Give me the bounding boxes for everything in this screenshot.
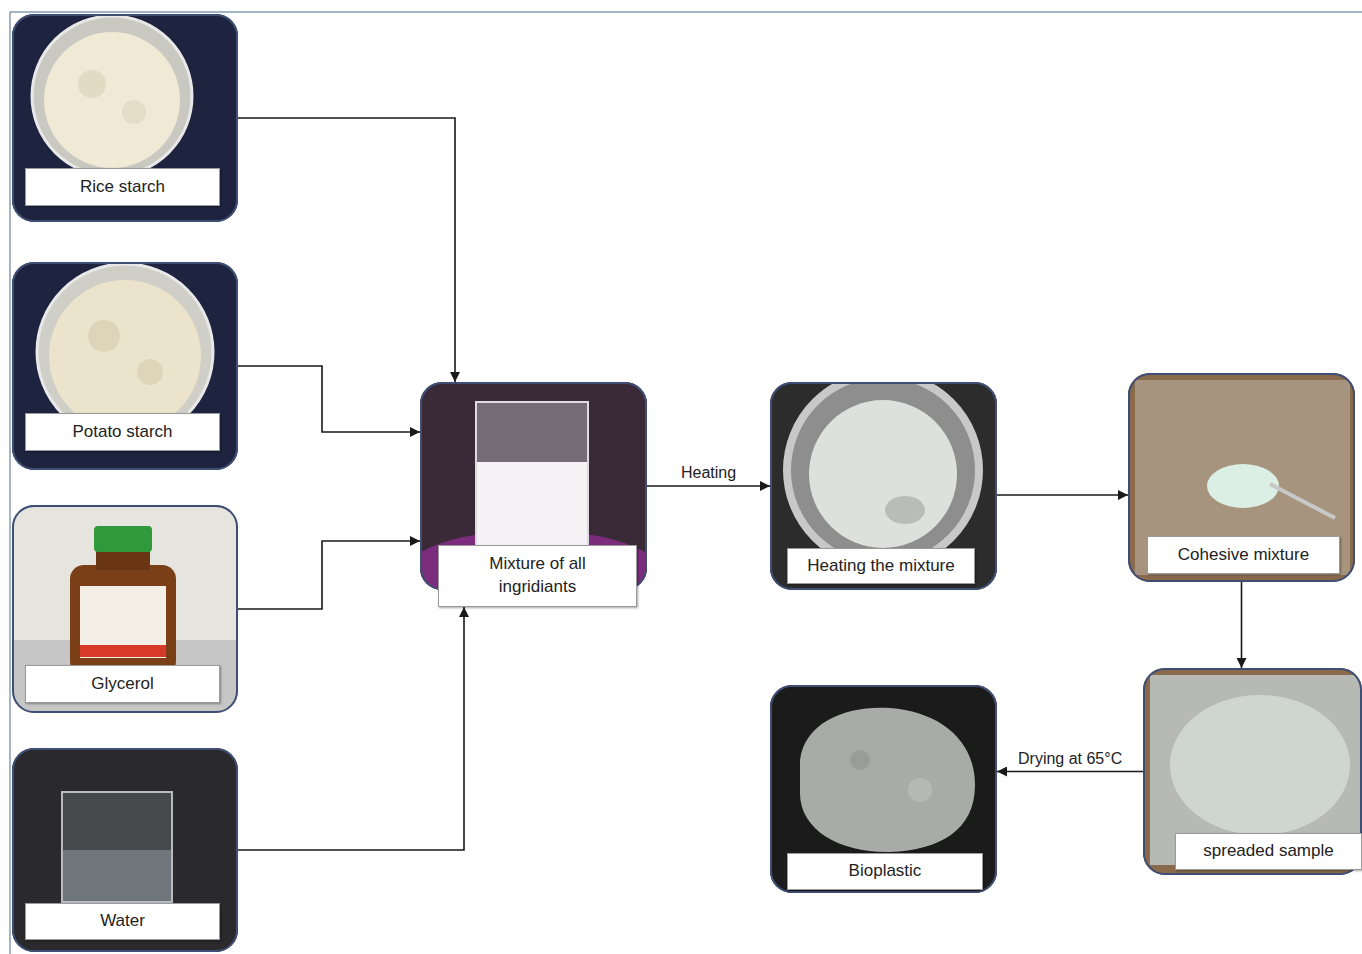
photo-panel: Bioplastic: [770, 685, 997, 893]
bottle-body: [70, 565, 176, 675]
heating-photo: [770, 382, 997, 590]
caption-box: Mixture of all ingridiants: [438, 545, 637, 607]
photo-panel: Mixture of all ingridiants: [420, 382, 647, 607]
film-texture: [908, 778, 932, 802]
spread-film: [1170, 695, 1350, 835]
beaker: [476, 402, 588, 552]
flow-arrow: [238, 118, 455, 382]
caption-box: Rice starch: [25, 168, 220, 206]
flow-arrow: [997, 771, 1143, 773]
gel-blob: [1207, 464, 1279, 508]
page-frame: [10, 12, 1362, 954]
panel-caption: Bioplastic: [849, 860, 922, 883]
photo-ground: [12, 748, 238, 952]
cohesive-mixture-photo: [1128, 373, 1355, 582]
rice-starch-photo: [12, 14, 238, 222]
photo-ground: [1128, 373, 1355, 582]
caption-box: Cohesive mixture: [1147, 536, 1340, 574]
glass-plate: [1135, 380, 1350, 575]
heated-gel: [809, 400, 957, 548]
caption-box: Water: [25, 903, 220, 940]
caption-box: spreaded sample: [1175, 833, 1362, 870]
bioplastic-photo: [770, 685, 997, 893]
cooking-pot: [787, 382, 979, 566]
powder-lump: [78, 70, 106, 98]
potato-starch-photo: [12, 262, 238, 470]
flow-arrow: [647, 485, 770, 487]
flow-arrow: [238, 366, 420, 432]
bottle-sticker: [80, 586, 166, 658]
flow-arrow: [238, 541, 420, 609]
photo-panel: Heating the mixture: [770, 382, 997, 590]
mixture-photo: [420, 382, 647, 590]
powder-lump: [88, 320, 120, 352]
arrow-label: Heating: [678, 464, 739, 482]
panel-caption: Heating the mixture: [807, 555, 954, 578]
panel-caption: spreaded sample: [1203, 840, 1333, 863]
caption-box: Potato starch: [25, 413, 220, 451]
flow-arrow: [238, 607, 464, 850]
sticker-band: [80, 645, 166, 657]
petri-dish: [32, 16, 192, 176]
glycerol-photo: [12, 505, 238, 713]
photo-panel: Cohesive mixture: [1128, 373, 1355, 582]
caption-box: Bioplastic: [787, 853, 983, 890]
photo-panel: spreaded sample: [1143, 668, 1362, 875]
bench: [12, 640, 238, 713]
photo-panel: Water: [12, 748, 238, 952]
bottle-cap: [94, 526, 152, 552]
photo-ground: [12, 262, 238, 470]
starch-powder: [44, 32, 180, 168]
photo-ground: [12, 14, 238, 222]
panel-caption: Rice starch: [80, 176, 165, 199]
spreaded-sample-photo: [1143, 668, 1362, 875]
panel-caption: Water: [100, 910, 145, 933]
bioplastic-film: [800, 708, 975, 852]
film-texture: [850, 750, 870, 770]
water-photo: [12, 748, 238, 952]
caption-box: Glycerol: [25, 665, 220, 703]
photo-ground: [770, 685, 997, 893]
panel-caption: Glycerol: [91, 673, 153, 696]
flow-arrow: [997, 494, 1128, 496]
powder-lump: [122, 100, 146, 124]
panel-caption: Mixture of all ingridiants: [469, 553, 606, 599]
panel-caption: Potato starch: [72, 421, 172, 444]
spoon: [885, 496, 925, 524]
photo-panel: Glycerol: [12, 505, 238, 713]
arrow-label: Drying at 65°C: [1015, 750, 1125, 768]
photo-ground: [1143, 668, 1362, 875]
water-fill: [63, 850, 171, 901]
caption-box: Heating the mixture: [787, 548, 975, 584]
photo-panel: Rice starch: [12, 14, 238, 222]
spoon: [1270, 484, 1335, 518]
beaker: [62, 792, 172, 902]
flow-arrow: [1241, 582, 1243, 668]
panel-caption: Cohesive mixture: [1178, 544, 1309, 567]
starch-powder: [49, 280, 201, 432]
milky-mixture: [477, 462, 587, 551]
powder-lump: [137, 359, 163, 385]
photo-panel: Potato starch: [12, 262, 238, 470]
photo-ground: [12, 505, 238, 713]
